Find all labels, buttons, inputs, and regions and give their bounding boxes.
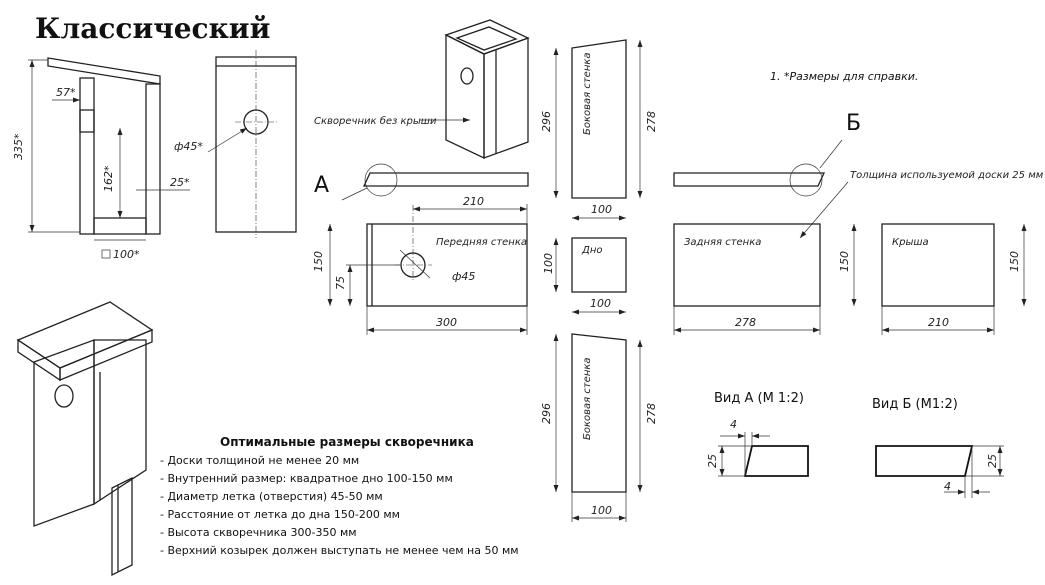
- tip-item: - Внутренний размер: квадратное дно 100-…: [160, 472, 453, 485]
- dim-bottom-width: 100: [590, 297, 611, 310]
- label-bottom: Дно: [581, 245, 602, 256]
- dim-side-height-1: 296: [540, 111, 553, 132]
- tips-block: Оптимальные размеры скворечника - Доски …: [160, 435, 519, 557]
- dim-hole-diameter-star: ф45*: [174, 140, 203, 153]
- tip-item: - Доски толщиной не менее 20 мм: [160, 454, 359, 467]
- tip-item: - Расстояние от летка до дна 150-200 мм: [160, 508, 400, 521]
- dim-hole-position-y: 75: [334, 276, 347, 290]
- dim-front-width: 300: [436, 316, 457, 329]
- dim-height: 335*: [12, 133, 25, 160]
- board-b: Б: [673, 111, 861, 197]
- dim-back-width: 278: [735, 316, 756, 329]
- tip-item: - Верхний козырек должен выступать не ме…: [160, 544, 519, 557]
- board-a: А: [314, 163, 529, 201]
- dim-side2-height-2: 278: [645, 403, 658, 424]
- dim-hole-diameter: ф45: [452, 270, 475, 283]
- view-b-title: Вид Б (М1:2): [872, 397, 958, 412]
- dim-side2-height-1: 296: [540, 403, 553, 424]
- section-view: 335* 57* 162* 25* 100*: [12, 57, 190, 261]
- dim-bottom-height: 100: [542, 253, 555, 274]
- dim-view-b-thickness: 4: [944, 480, 951, 493]
- callout-b: Б: [846, 111, 861, 136]
- box-isometric: Скворечник без крыши: [314, 19, 530, 160]
- dim-roof-width: 210: [928, 316, 949, 329]
- dim-side2-width: 100: [591, 504, 612, 517]
- view-a-title: Вид А (М 1:2): [714, 391, 804, 406]
- label-no-roof: Скворечник без крыши: [314, 115, 437, 127]
- side-wall-top: Боковая стенка 296 278 100: [540, 39, 658, 221]
- front-elevation: ф45*: [174, 50, 297, 238]
- tip-item: - Высота скворечника 300-350 мм: [160, 526, 357, 539]
- page-title: Классический: [35, 12, 270, 45]
- tips-header: Оптимальные размеры скворечника: [220, 435, 474, 449]
- view-a: Вид А (М 1:2) 4 25: [706, 391, 809, 477]
- dim-side-width: 100: [591, 203, 612, 216]
- dim-inner: 100*: [113, 248, 140, 261]
- dim-hole-position-x: 210: [463, 195, 484, 208]
- label-thickness: Толщина используемой доски 25 мм: [850, 170, 1044, 181]
- label-back: Задняя стенка: [684, 237, 761, 248]
- dim-view-a-thickness: 4: [730, 418, 737, 431]
- dim-roof-height: 150: [1008, 251, 1021, 272]
- label-roof: Крыша: [892, 237, 929, 248]
- dim-side-height-2: 278: [645, 111, 658, 132]
- birdhouse-3d: [16, 301, 154, 577]
- roof-part: Крыша 150 210: [881, 223, 1027, 335]
- dim-front-height: 150: [312, 251, 325, 272]
- back-wall: Задняя стенка 150 278: [673, 223, 857, 335]
- label-side-top: Боковая стенка: [582, 52, 593, 135]
- bottom-part: Дно 100 100: [542, 237, 627, 315]
- dim-back-height: 150: [838, 251, 851, 272]
- dim-visor: 57*: [56, 86, 76, 99]
- label-side-bottom: Боковая стенка: [582, 357, 593, 440]
- dim-wall: 25*: [170, 176, 190, 189]
- side-wall-bottom: Боковая стенка 296 278 100: [540, 333, 658, 522]
- front-wall: Передняя стенка 210 150 75 ф45 300: [312, 195, 528, 335]
- note-sizes: 1. *Размеры для справки.: [770, 70, 918, 83]
- dim-hole-height: 162*: [102, 165, 115, 192]
- label-front: Передняя стенка: [436, 237, 527, 248]
- dim-view-b-height: 25: [986, 454, 999, 468]
- tip-item: - Диаметр летка (отверстия) 45-50 мм: [160, 490, 383, 503]
- view-b: Вид Б (М1:2) 4 25: [872, 397, 1004, 498]
- callout-a: А: [314, 173, 329, 198]
- dim-view-a-height: 25: [706, 454, 719, 468]
